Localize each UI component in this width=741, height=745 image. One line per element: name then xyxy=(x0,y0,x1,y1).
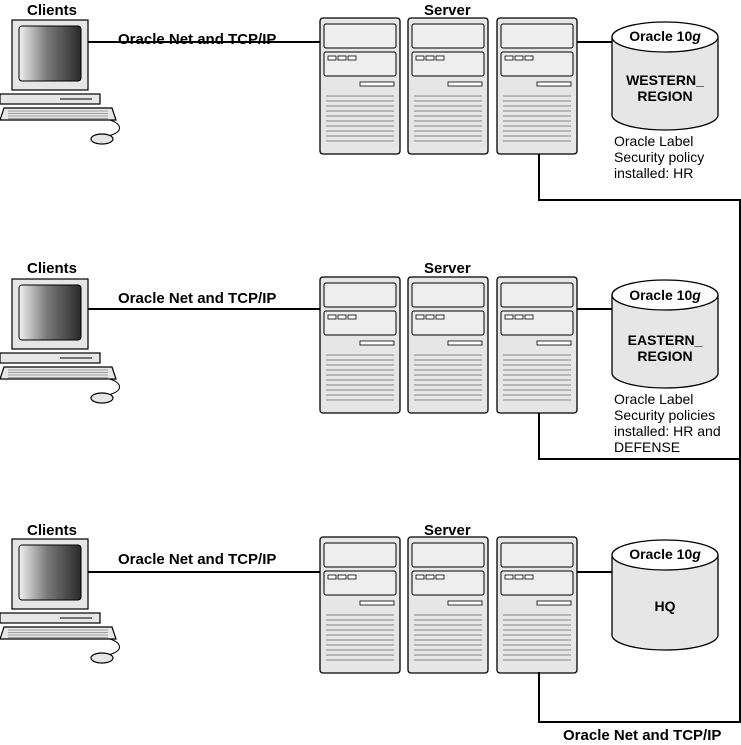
server-icon xyxy=(496,536,578,674)
backbone-label: Oracle Net and TCP/IP xyxy=(563,727,722,744)
server-label-3: Server xyxy=(424,522,471,539)
clients-label-1: Clients xyxy=(27,2,78,19)
server-label-1: Server xyxy=(424,2,471,19)
computer-icon xyxy=(0,278,120,404)
computer-icon xyxy=(0,19,120,145)
computer-icon xyxy=(0,538,120,664)
db-name-3: HQ xyxy=(654,598,676,614)
db-version-2: Oracle 10g xyxy=(629,287,701,303)
server-icon xyxy=(407,276,489,414)
server-icon xyxy=(496,17,578,155)
connection-label-2: Oracle Net and TCP/IP xyxy=(118,290,277,307)
connection-label-3: Oracle Net and TCP/IP xyxy=(118,551,277,568)
connection-label-1: Oracle Net and TCP/IP xyxy=(118,31,277,48)
backbone-branch xyxy=(538,413,740,460)
server-label-2: Server xyxy=(424,260,471,277)
db-name-2: EASTERN_REGION xyxy=(627,332,703,364)
database-icon xyxy=(611,279,719,389)
clients-label-2: Clients xyxy=(27,260,78,277)
db-version-1: Oracle 10g xyxy=(629,28,701,44)
server-icon xyxy=(496,276,578,414)
clients-label-3: Clients xyxy=(27,522,78,539)
database-icon xyxy=(611,539,719,651)
server-icon xyxy=(319,536,401,674)
database-icon xyxy=(611,21,719,131)
db-version-3: Oracle 10g xyxy=(629,546,701,562)
server-icon xyxy=(407,17,489,155)
server-icon xyxy=(319,276,401,414)
backbone-line xyxy=(538,154,741,723)
server-icon xyxy=(407,536,489,674)
db-name-1: WESTERN_REGION xyxy=(626,72,704,104)
server-icon xyxy=(319,17,401,155)
